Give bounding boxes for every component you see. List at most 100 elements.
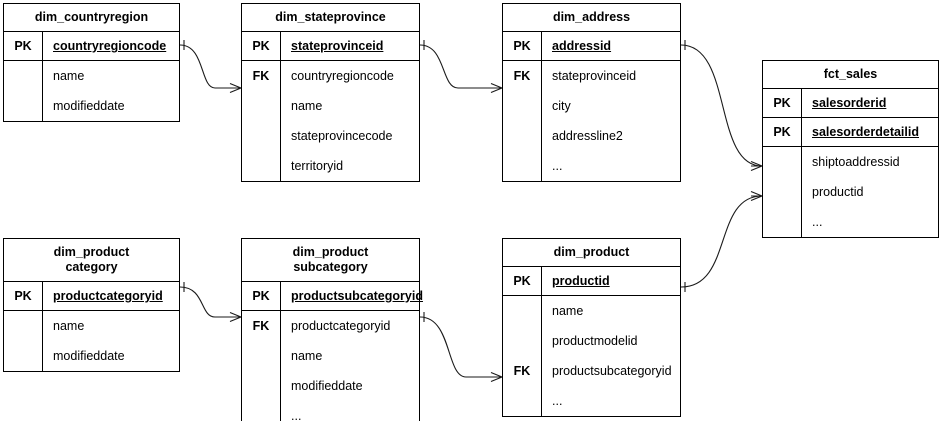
key-badge [503, 386, 541, 416]
key-badge [763, 207, 801, 237]
field-name: modifieddate [291, 379, 363, 393]
key-row[interactable]: PK addressid [503, 32, 680, 61]
relationship-line [179, 286, 241, 318]
entity-title-dim_countryregion: dim_countryregion [4, 4, 179, 32]
field-name: stateprovincecode [291, 129, 393, 143]
field-name: productcategoryid [291, 319, 391, 333]
key-badge: PK [4, 32, 43, 60]
entity-title-dim_productsubcategory: dim_product subcategory [242, 239, 419, 282]
relationship-countryregion-to-stateprovince[interactable] [179, 40, 242, 94]
key-badge: FK [513, 364, 531, 378]
entity-title-fct_sales: fct_sales [763, 61, 938, 89]
key-badge [503, 151, 541, 181]
key-badge [503, 121, 541, 151]
key-badge: PK [503, 267, 542, 295]
field-name: stateprovinceid [552, 69, 637, 83]
key-badge [4, 61, 42, 91]
key-badge [4, 311, 42, 341]
attribute-field-column: name modifieddate [43, 311, 179, 371]
field-name: shiptoaddressid [812, 155, 900, 169]
key-badge: PK [763, 118, 802, 146]
relationship-line [179, 44, 241, 89]
field-name: modifieddate [53, 349, 125, 363]
cardinality-many-crowsfoot [750, 160, 763, 172]
field-name: addressline2 [552, 129, 623, 143]
attribute-field-column: name modifieddate [43, 61, 179, 121]
key-badge: PK [503, 32, 542, 60]
field-name: ... [812, 215, 823, 229]
field-name: name [291, 349, 323, 363]
field-name: countryregioncode [291, 69, 394, 83]
field-name: territoryid [291, 159, 344, 173]
key-row[interactable]: PK salesorderid [763, 89, 938, 118]
relationship-product-to-sales[interactable] [680, 190, 763, 293]
relationship-address-to-sales[interactable] [680, 40, 763, 172]
key-badge: PK [763, 89, 802, 117]
cardinality-many-crowsfoot [490, 371, 503, 383]
field-name: productid [552, 274, 610, 288]
field-name: productsubcategoryid [291, 289, 423, 303]
attribute-key-column: FK [242, 61, 281, 181]
key-badge [242, 91, 280, 121]
field-name: productmodelid [552, 334, 638, 348]
key-badge: PK [242, 32, 281, 60]
key-badge: PK [242, 282, 281, 310]
key-row[interactable]: PK productid [503, 267, 680, 296]
field-name: name [53, 69, 85, 83]
key-badge [242, 121, 280, 151]
cardinality-many-crowsfoot [490, 82, 503, 94]
key-badge [242, 371, 280, 401]
attribute-key-column [763, 147, 802, 237]
relationship-subcategory-to-product[interactable] [419, 312, 503, 383]
key-badge: FK [252, 69, 270, 83]
cardinality-many-crowsfoot [229, 311, 242, 323]
field-name: city [552, 99, 571, 113]
key-row[interactable]: PK countryregioncode [4, 32, 179, 61]
key-badge: FK [252, 319, 270, 333]
key-badge [763, 177, 801, 207]
field-name: name [552, 304, 584, 318]
key-row[interactable]: PK productsubcategoryid [242, 282, 423, 311]
entity-title-dim_address: dim_address [503, 4, 680, 32]
key-badge [503, 326, 541, 356]
field-name: modifieddate [53, 99, 125, 113]
relationship-stateprovince-to-address[interactable] [419, 40, 503, 94]
key-badge [503, 296, 541, 326]
entity-title-dim_productcategory: dim_product category [4, 239, 179, 282]
relationship-productcategory-to-subcategory[interactable] [179, 282, 242, 323]
attribute-key-column: FK [242, 311, 281, 421]
key-badge [242, 341, 280, 371]
cardinality-many-crowsfoot [229, 82, 242, 94]
relationship-line [680, 195, 763, 288]
field-name: addressid [552, 39, 612, 53]
key-badge [4, 91, 42, 121]
attribute-section: name modifieddate [4, 311, 179, 371]
attribute-key-column [4, 311, 43, 371]
field-name: countryregioncode [53, 39, 167, 53]
entity-title-dim_product: dim_product [503, 239, 680, 267]
attribute-key-column [4, 61, 43, 121]
field-name: salesorderid [812, 96, 887, 110]
field-name: name [53, 319, 85, 333]
field-name: ... [552, 394, 563, 408]
attribute-section: name modifieddate [4, 61, 179, 121]
